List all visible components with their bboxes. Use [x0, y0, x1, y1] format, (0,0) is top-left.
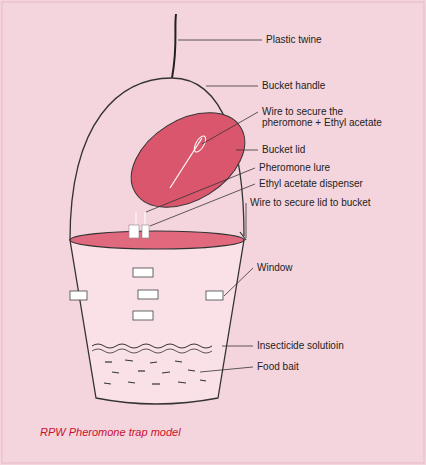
bucket-lid: [114, 93, 262, 227]
window: [70, 268, 223, 320]
liquid-surface: [92, 349, 212, 353]
bait-label: Food bait: [257, 361, 299, 372]
bucket-rim: [70, 231, 244, 249]
lure-label: Pheromone lure: [259, 162, 330, 173]
plastic-twine: [172, 14, 176, 78]
wire-label: Wire to secure the pheromone + Ethyl ace…: [262, 106, 392, 128]
rim-wire-label: Wire to secure lid to bucket: [250, 197, 371, 208]
bucket-body: [70, 240, 244, 404]
ethyl-acetate-dispenser: [142, 225, 149, 238]
leader-line: [146, 40, 262, 372]
dispenser-label: Ethyl acetate dispenser: [259, 178, 363, 189]
pheromone-lure: [129, 225, 139, 238]
liquid-surface: [92, 344, 212, 348]
lid-wire: [192, 134, 208, 154]
lid-label: Bucket lid: [262, 144, 305, 155]
rim-wire: [240, 232, 246, 240]
handle-label: Bucket handle: [262, 80, 325, 91]
lid-wire: [170, 138, 202, 188]
food-bait: [104, 360, 206, 384]
window-label: Window: [257, 262, 293, 273]
caption: RPW Pheromone trap model: [40, 426, 181, 438]
twine-label: Plastic twine: [266, 34, 322, 45]
liquid-label: Insecticide solutioin: [257, 340, 344, 351]
